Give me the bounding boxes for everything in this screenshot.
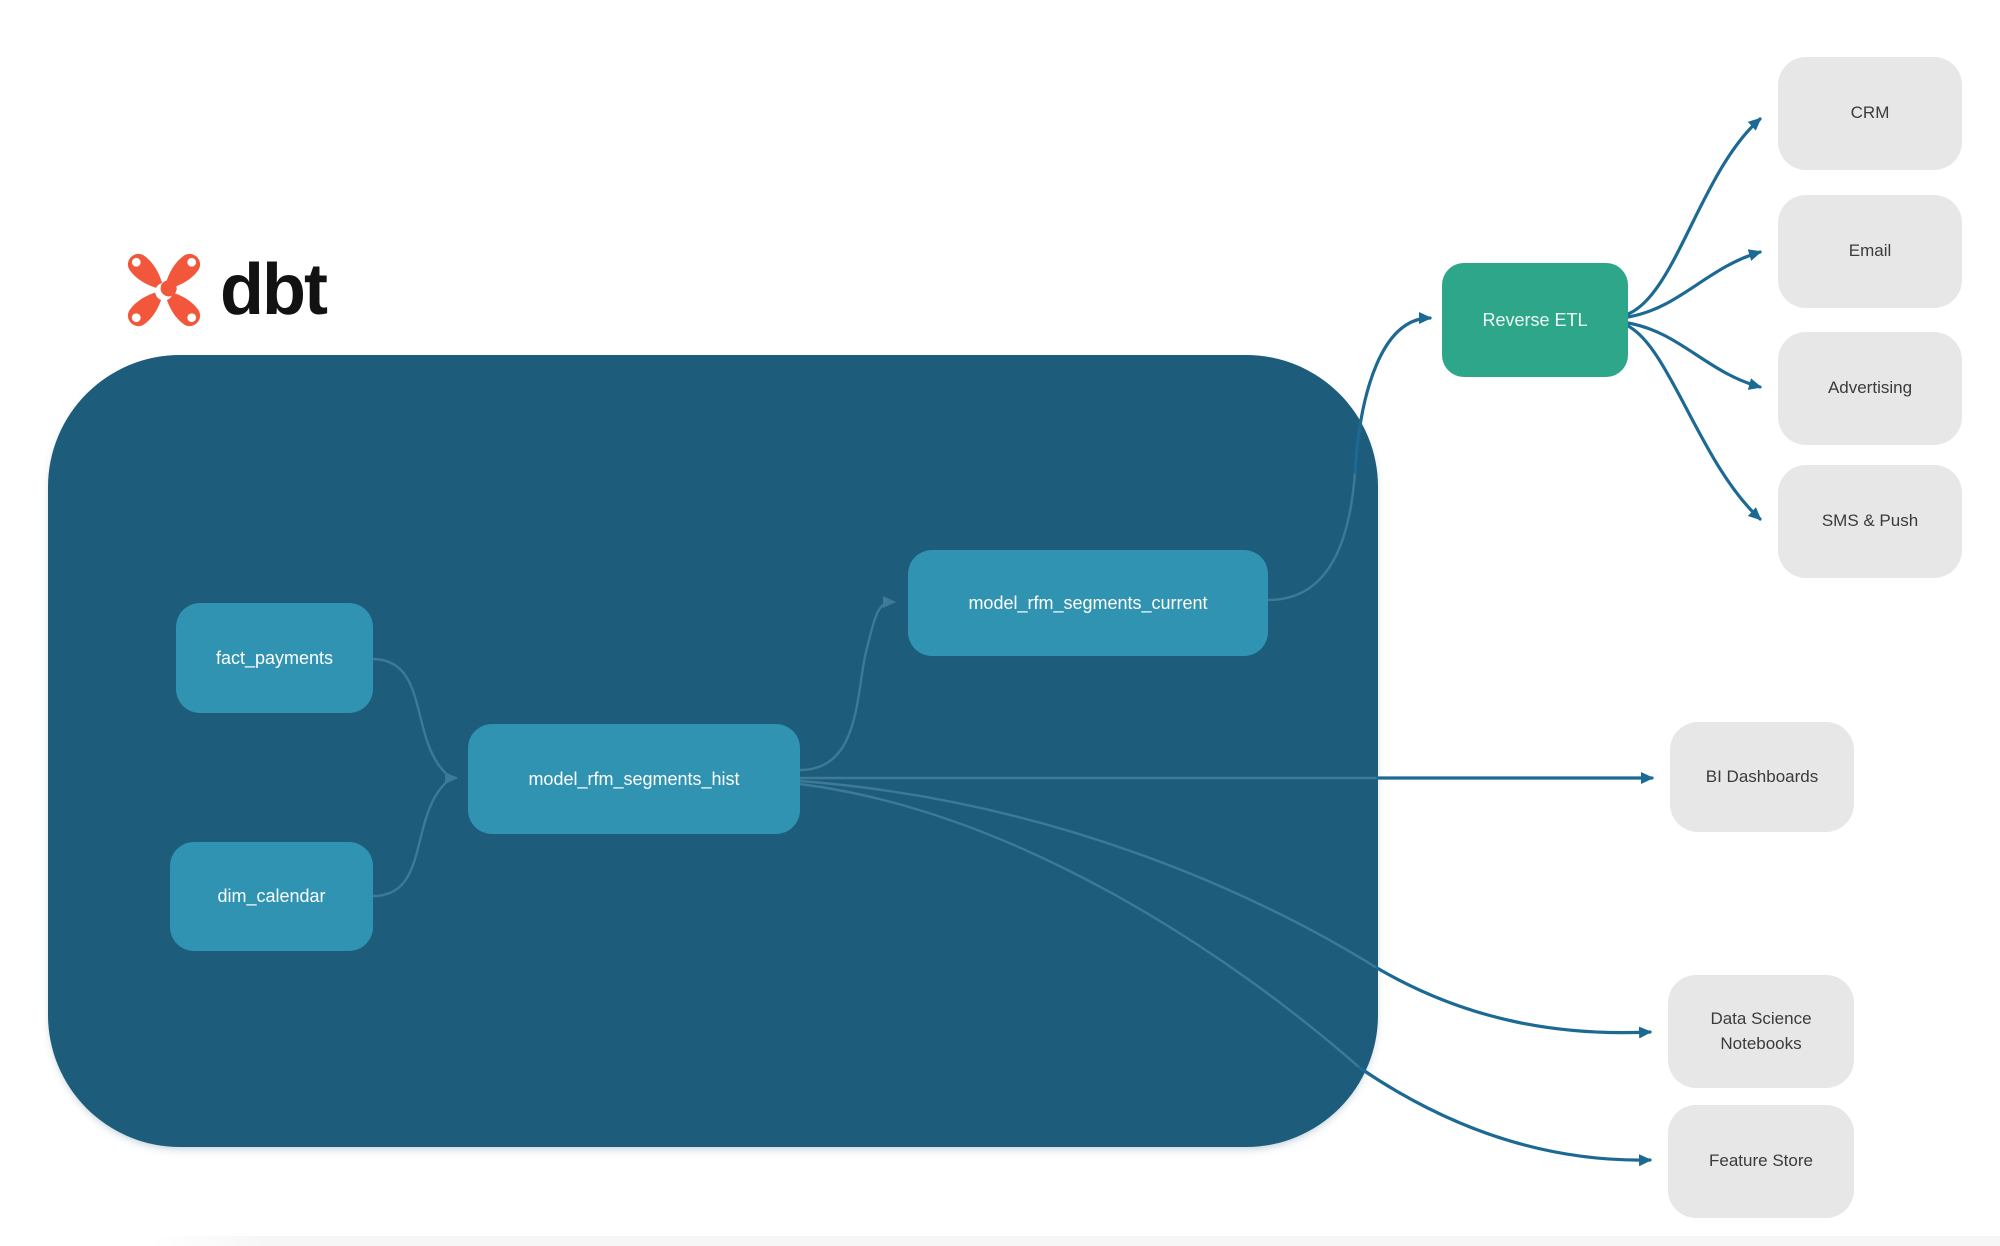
node-label: Reverse ETL [1482, 309, 1588, 330]
node-label: fact_payments [215, 647, 334, 668]
dbt-brand: dbt [122, 248, 328, 332]
edge-hist-to-notebooks [1375, 966, 1652, 1039]
node-sms-push: SMS & Push [1778, 465, 1962, 578]
node-email: Email [1778, 195, 1962, 308]
edge-reverse-etl-to-advertising [1626, 321, 1762, 390]
node-label: SMS & Push [1821, 511, 1919, 531]
node-feature-store: Feature Store [1668, 1105, 1854, 1218]
node-label: dim_calendar [217, 886, 326, 906]
node-label: BI Dashboards [1705, 766, 1819, 786]
dbt-logo-icon [127, 253, 201, 327]
node-bi-dashboards: BI Dashboards [1670, 722, 1854, 832]
node-label: model_rfm_segments_current [968, 592, 1208, 613]
node-label: Advertising [1827, 378, 1913, 398]
node-model-rfm-segments-current: model_rfm_segments_current [908, 550, 1268, 656]
node-model-rfm-segments-hist: model_rfm_segments_hist [468, 724, 800, 834]
edge-reverse-etl-to-sms-push [1626, 324, 1762, 521]
edge-reverse-etl-to-email [1626, 249, 1762, 319]
node-label: Feature Store [1709, 1151, 1813, 1171]
node-label: Data Science Notebooks [1710, 1008, 1812, 1053]
node-label: Email [1848, 241, 1892, 261]
node-advertising: Advertising [1778, 332, 1962, 445]
dbt-wordmark: dbt [220, 250, 328, 330]
node-data-science-notebooks: Data Science Notebooks [1668, 975, 1854, 1088]
node-label: CRM [1850, 103, 1890, 123]
node-dim-calendar: dim_calendar [170, 842, 373, 951]
node-crm: CRM [1778, 57, 1962, 170]
node-label: model_rfm_segments_hist [528, 768, 740, 789]
edge-reverse-etl-to-crm [1626, 117, 1762, 316]
node-fact-payments: fact_payments [176, 603, 373, 713]
bottom-section-edge [150, 1236, 2000, 1246]
edge-hist-to-feature-store [1358, 1066, 1652, 1167]
node-reverse-etl: Reverse ETL [1442, 263, 1628, 377]
